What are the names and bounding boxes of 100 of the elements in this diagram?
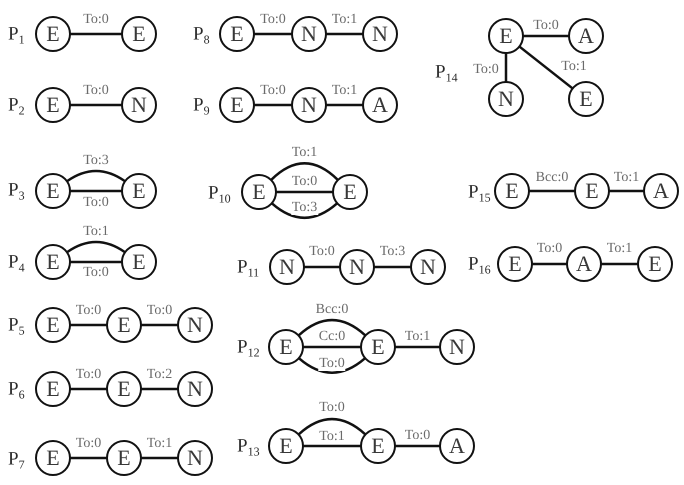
graph-label: P$_{7}$: [8, 450, 25, 468]
edge-line: [298, 318, 366, 336]
edge-line: [70, 104, 122, 106]
edge-line: [70, 324, 106, 326]
edge-label: To:3: [290, 200, 318, 215]
edge-line: [504, 54, 508, 82]
edge-line: [142, 388, 178, 390]
edge-line: [142, 456, 178, 460]
graph-node: [121, 87, 157, 123]
edge-line: [70, 260, 122, 264]
graph-node: [291, 16, 327, 52]
edge-line: [298, 358, 366, 374]
graph-node: [106, 440, 142, 476]
edge-line: [271, 202, 338, 219]
graph-label: P$_{8}$: [193, 24, 210, 44]
node-label: E: [46, 23, 60, 45]
node-label: E: [230, 94, 244, 116]
graph-label: P$_{12}$: [237, 338, 260, 356]
node-label: N: [187, 314, 203, 336]
node-label: E: [648, 253, 662, 275]
node-label: A: [578, 25, 594, 47]
node-label: N: [498, 88, 514, 110]
graph-node: [410, 249, 446, 285]
graph-node: [219, 87, 255, 123]
node-label: E: [585, 180, 599, 202]
edge-line: [326, 32, 362, 36]
graph-node: [177, 371, 213, 407]
node-label: A: [372, 94, 388, 116]
graph-node: [35, 87, 71, 123]
edge-line: [524, 34, 568, 38]
graph-node: [269, 249, 305, 285]
edge-line: [70, 32, 122, 36]
graph-label: P$_{15}$: [468, 182, 491, 202]
graph-node: [121, 244, 157, 280]
graph-node: [121, 16, 157, 52]
edge-line: [70, 388, 106, 390]
graph-label: P$_{16}$: [468, 254, 491, 274]
graph-node: [291, 87, 327, 123]
graph-node: [35, 244, 71, 280]
node-label: N: [372, 23, 388, 45]
edge-line: [518, 46, 574, 90]
node-label: E: [117, 314, 131, 336]
edge-line: [254, 104, 292, 106]
graph-label: P$_{2}$: [8, 96, 25, 114]
graph-node: [494, 173, 530, 209]
edge-line: [304, 346, 360, 348]
graph-label: P$_{10}$: [208, 184, 231, 202]
graph-node: [488, 18, 524, 54]
graph-node: [219, 16, 255, 52]
graph-node: [35, 307, 71, 343]
edge-line: [396, 444, 440, 448]
node-label: E: [117, 447, 131, 469]
graph-node: [637, 246, 673, 282]
graph-label: P$_{14}$: [435, 62, 458, 82]
graph-node: [574, 173, 610, 209]
node-label: N: [301, 94, 317, 116]
graph-node: [362, 16, 398, 52]
edge-line: [66, 170, 126, 182]
node-label: A: [576, 253, 592, 275]
graph-node: [643, 173, 679, 209]
node-label: E: [508, 253, 522, 275]
graph-node: [488, 81, 524, 117]
graph-node: [177, 307, 213, 343]
graph-node: [332, 174, 368, 210]
node-label: N: [279, 256, 295, 278]
node-label: N: [187, 378, 203, 400]
edge-line: [270, 162, 338, 181]
graph-node: [568, 18, 604, 54]
edge-line: [66, 240, 126, 254]
node-label: E: [371, 336, 385, 358]
graph-node: [497, 246, 533, 282]
graph-node: [177, 440, 213, 476]
edge-label: To:0: [472, 62, 500, 76]
graph-node: [241, 174, 277, 210]
node-label: E: [46, 180, 60, 202]
graph-node: [121, 173, 157, 209]
node-label: E: [132, 251, 146, 273]
node-label: E: [279, 435, 293, 457]
graph-node: [339, 249, 375, 285]
graph-node: [360, 428, 396, 464]
graph-label: P$_{9}$: [193, 96, 210, 114]
edge-line: [610, 190, 644, 192]
node-label: E: [132, 180, 146, 202]
node-label: N: [187, 447, 203, 469]
graph-node: [106, 371, 142, 407]
node-label: E: [117, 378, 131, 400]
graph-node: [362, 87, 398, 123]
edge-line: [70, 190, 122, 192]
graph-node: [35, 371, 71, 407]
graph-node: [268, 329, 304, 365]
edge-line: [602, 262, 638, 266]
graph-node: [268, 428, 304, 464]
edge-line: [142, 324, 178, 326]
edge-label: To:1: [560, 60, 588, 74]
node-label: N: [449, 336, 465, 358]
graph-label: P$_{3}$: [8, 180, 25, 200]
node-label: E: [371, 435, 385, 457]
node-label: N: [420, 256, 436, 278]
graph-label: P$_{13}$: [237, 436, 260, 456]
edge-line: [532, 262, 566, 266]
